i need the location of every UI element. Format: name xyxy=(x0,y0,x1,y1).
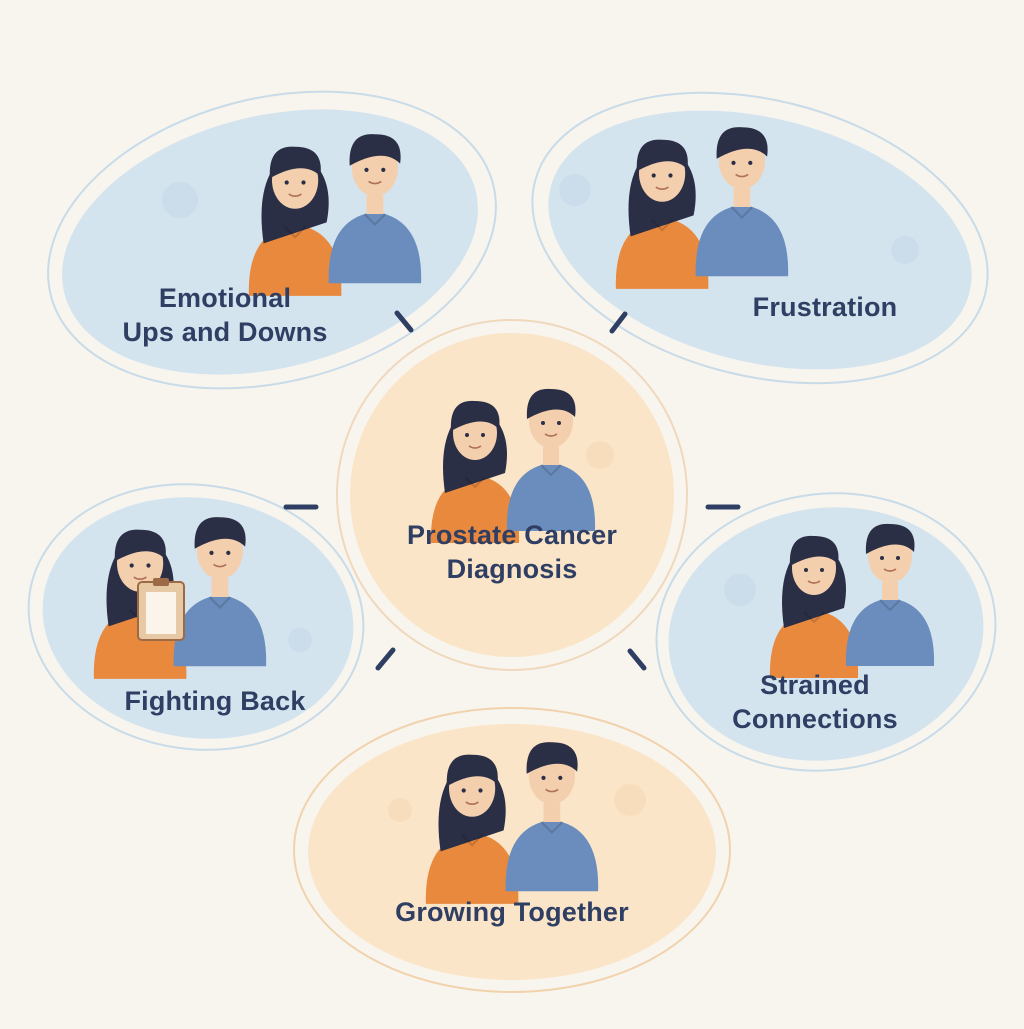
texture-spots xyxy=(162,174,919,822)
node-frustration-line1: Frustration xyxy=(752,292,898,322)
center-label: Prostate Cancer Diagnosis xyxy=(377,518,647,586)
connectors xyxy=(283,310,741,671)
node-fighting-line1: Fighting Back xyxy=(124,686,306,716)
couple-illustration-frustration xyxy=(615,127,789,289)
couple-illustration-strained xyxy=(769,523,935,678)
center-ring xyxy=(336,319,688,671)
node-frustration-ring xyxy=(531,91,989,385)
node-growing-label: Growing Together xyxy=(372,895,652,929)
node-frustration-label: Frustration xyxy=(720,290,930,324)
couple-illustration-emotional xyxy=(248,134,422,296)
node-growing-ring xyxy=(293,707,731,993)
connector-growing-left xyxy=(375,647,396,671)
node-emotional-line2: Ups and Downs xyxy=(122,317,328,347)
connector-emotional xyxy=(394,310,414,333)
node-strained-line2: Connections xyxy=(732,704,898,734)
couple-illustration-growing xyxy=(425,742,599,904)
node-strained-label: Strained Connections xyxy=(700,668,930,736)
node-emotional-line1: Emotional xyxy=(158,283,292,313)
node-fighting-ring xyxy=(27,483,365,751)
center-title-line2: Diagnosis xyxy=(446,554,578,584)
node-growing-line1: Growing Together xyxy=(395,897,629,927)
node-fighting-label: Fighting Back xyxy=(100,684,330,718)
node-strained-ring xyxy=(655,492,997,772)
couple-illustration-center xyxy=(430,388,596,543)
node-emotional-label: Emotional Ups and Downs xyxy=(105,281,345,349)
clipboard-icon xyxy=(137,578,185,641)
connector-growing-right xyxy=(627,648,647,671)
node-emotional-ring xyxy=(47,90,497,390)
node-strained-line1: Strained xyxy=(760,670,870,700)
center-title-line1: Prostate Cancer xyxy=(406,520,618,550)
connector-frustration xyxy=(609,311,628,334)
